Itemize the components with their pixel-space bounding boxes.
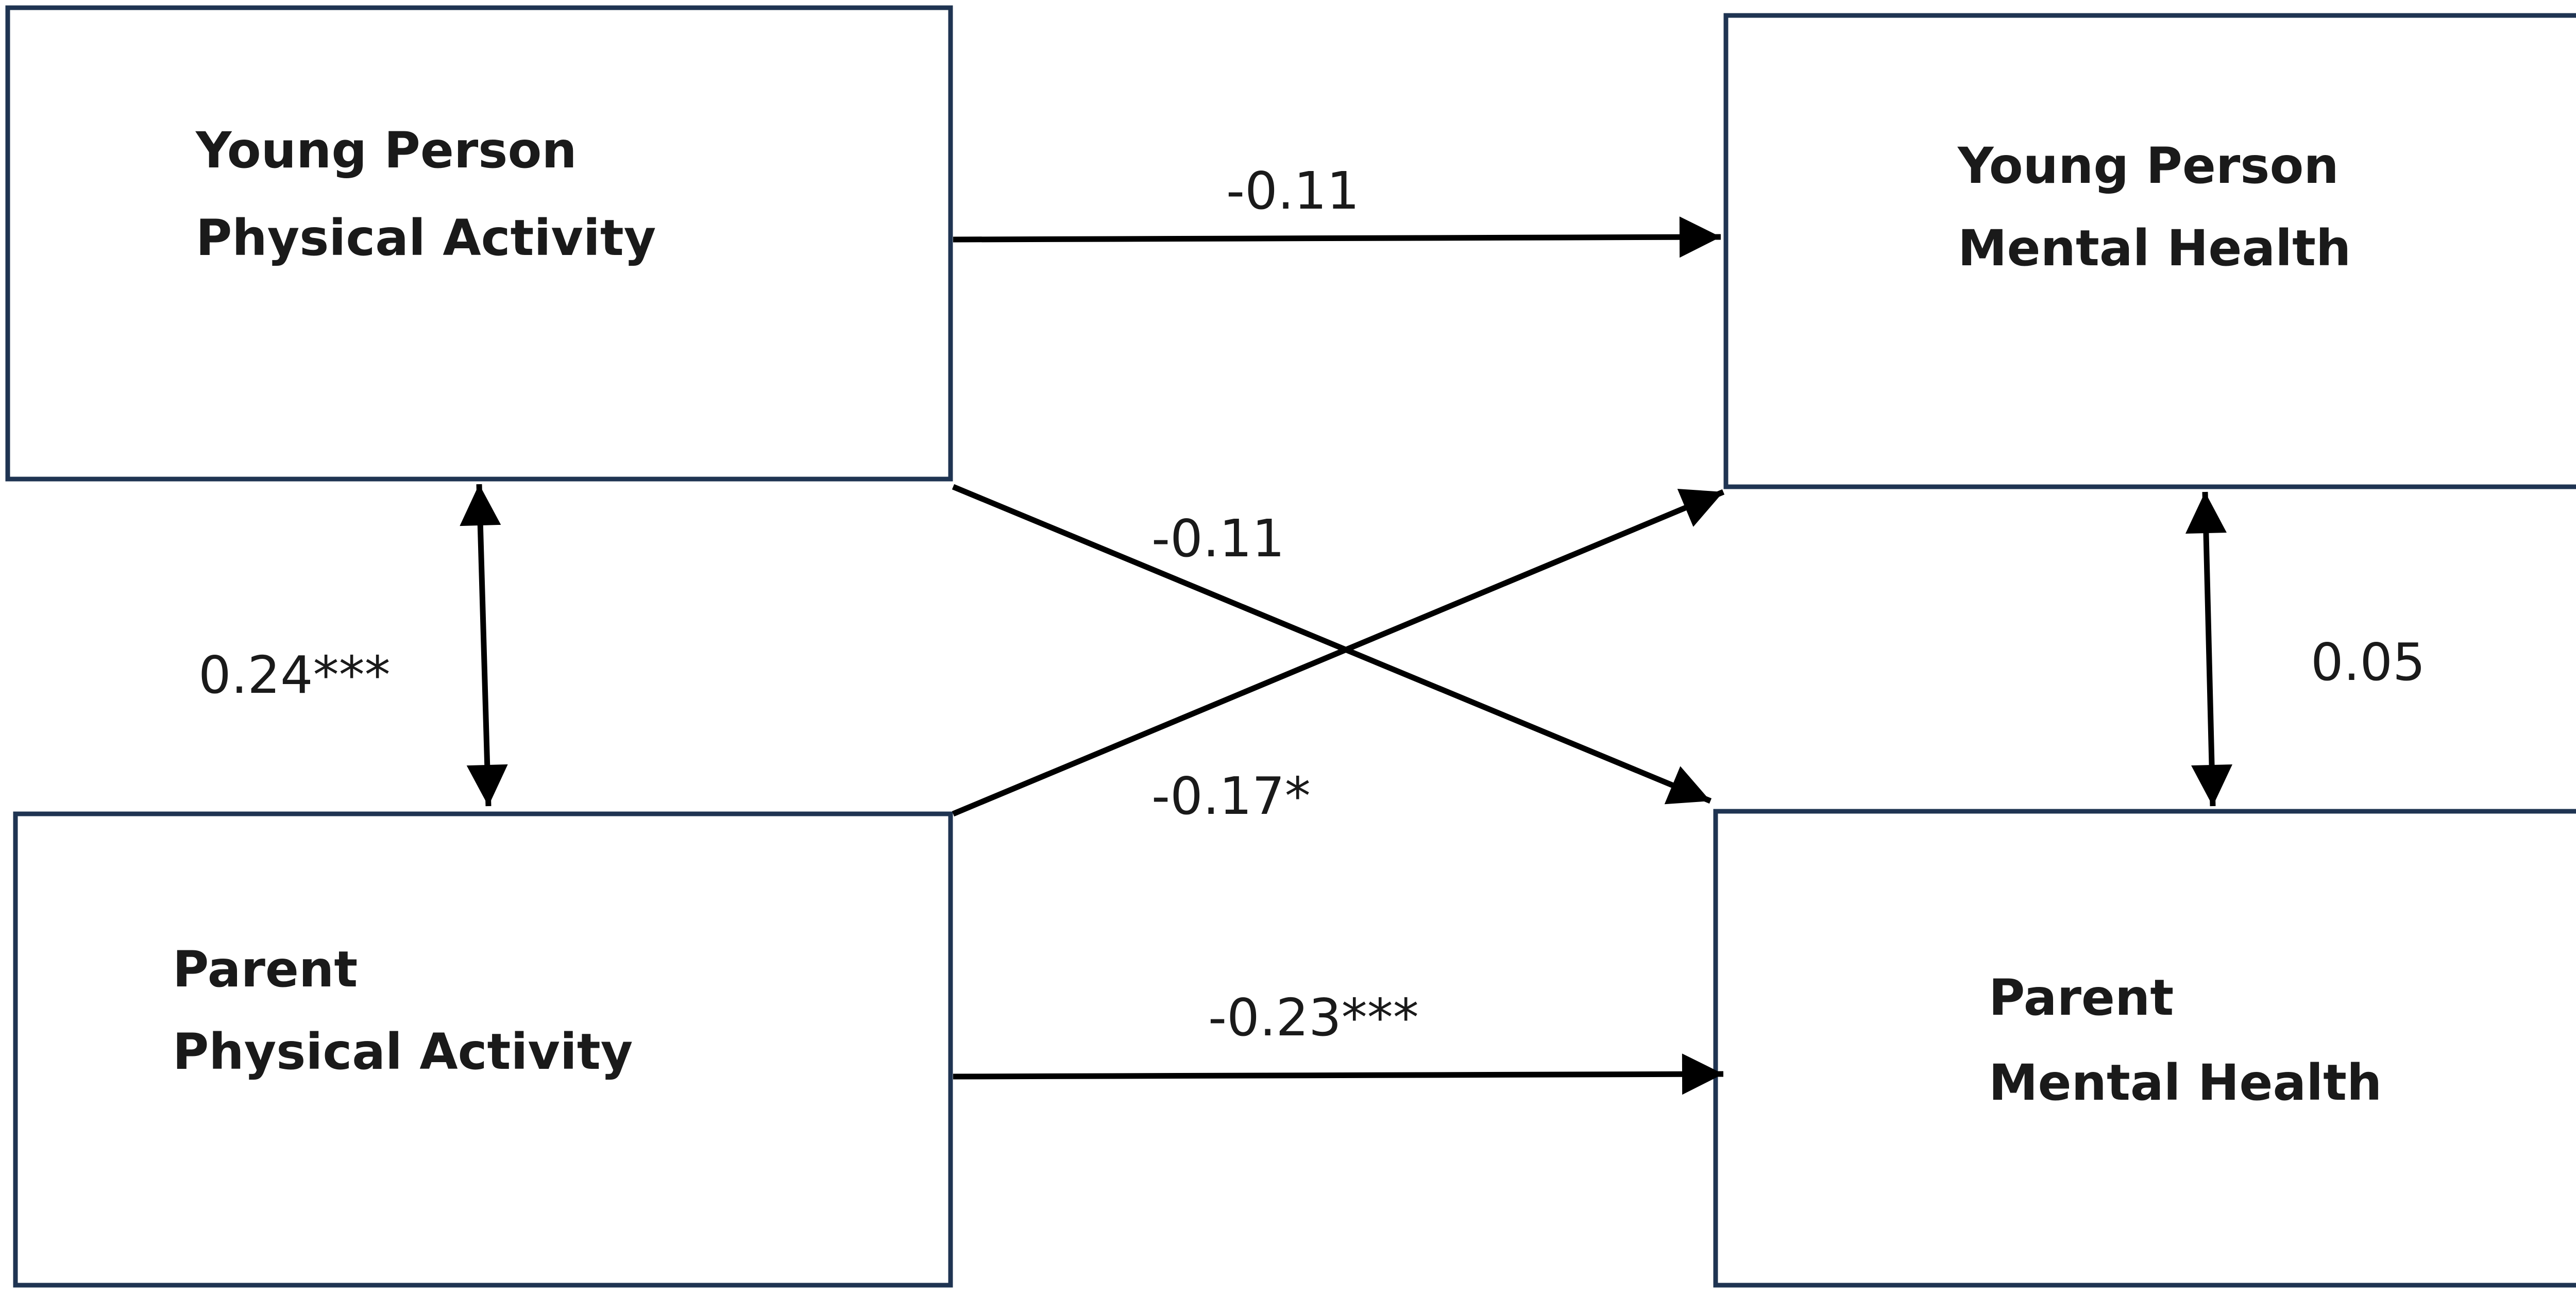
- node-label-line2: Mental Health: [1958, 219, 2351, 277]
- double-arrow-line: [460, 484, 508, 807]
- edge-yp-pa-to-yp-mh: -0.11: [953, 161, 1721, 258]
- node-box: [5, 5, 953, 482]
- node-label-line2: Physical Activity: [173, 1023, 633, 1081]
- edge-parent-pa-to-parent-mh: -0.23***: [953, 987, 1724, 1095]
- node-label-line2: Physical Activity: [196, 209, 656, 267]
- path-coefficient: -0.11: [1226, 161, 1360, 221]
- arrow-line: [952, 484, 1712, 805]
- path-coefficient: -0.23***: [1208, 987, 1419, 1048]
- covariance-coefficient: 0.24***: [198, 645, 391, 705]
- node-parent-physical-activity: Parent Physical Activity: [13, 811, 953, 1288]
- node-label-line1: Young Person: [1957, 137, 2339, 195]
- edge-parent-pa-to-yp-mh: -0.17*: [952, 488, 1725, 826]
- double-arrow-line: [2185, 491, 2233, 807]
- node-label-line1: Parent: [1989, 969, 2174, 1027]
- node-label-line2: Mental Health: [1989, 1054, 2382, 1112]
- covariance-coefficient: 0.05: [2311, 632, 2426, 692]
- node-parent-mental-health: Parent Mental Health: [1713, 809, 2576, 1288]
- arrow-line: [953, 1053, 1724, 1095]
- path-coefficient: -0.11: [1151, 508, 1285, 569]
- path-coefficient: -0.17*: [1151, 766, 1311, 826]
- arrow-line: [952, 488, 1725, 817]
- node-label-line1: Young Person: [195, 122, 577, 179]
- node-box: [1723, 13, 2576, 489]
- edge-mh-covariance: 0.05: [2185, 491, 2426, 807]
- node-box: [1713, 809, 2576, 1288]
- edge-yp-pa-to-parent-mh: -0.11: [952, 484, 1712, 805]
- edge-pa-covariance: 0.24***: [198, 484, 508, 807]
- node-young-person-physical-activity: Young Person Physical Activity: [5, 5, 953, 482]
- node-label-line1: Parent: [173, 941, 358, 998]
- node-box: [13, 811, 953, 1288]
- arrow-line: [953, 216, 1721, 258]
- node-young-person-mental-health: Young Person Mental Health: [1723, 13, 2576, 489]
